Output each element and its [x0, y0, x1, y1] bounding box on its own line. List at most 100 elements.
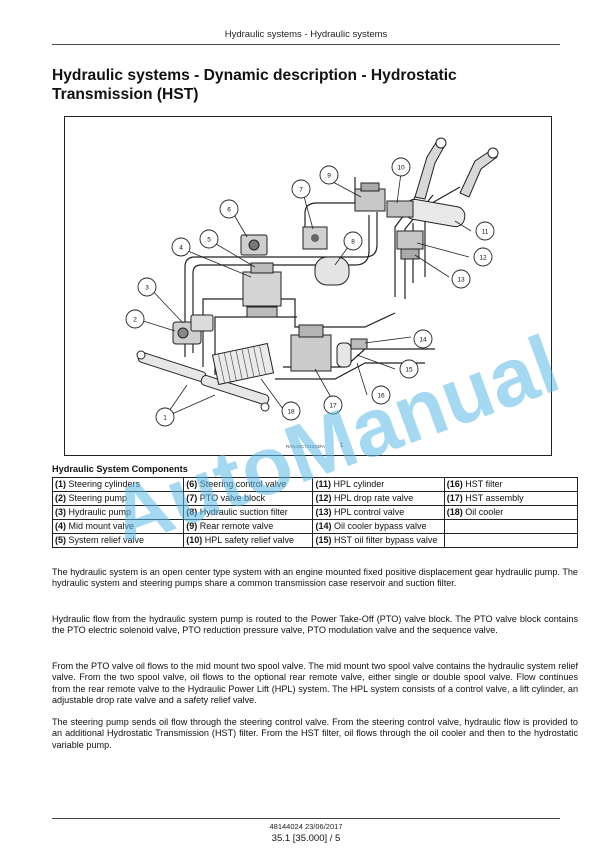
callout-9: 9 [319, 165, 339, 185]
suction-filter [314, 256, 350, 286]
component-number: (18) [446, 507, 463, 517]
component-label: Steering pump [68, 493, 128, 503]
callout-number: 4 [179, 244, 183, 251]
footer-code: 48144024 23/06/2017 [269, 822, 343, 831]
pto-valve-block [302, 226, 328, 250]
callout-number: 6 [227, 206, 231, 213]
component-number: (8) [186, 507, 198, 517]
lift-arms [414, 137, 499, 200]
callout-number: 3 [145, 284, 149, 291]
component-label: HPL cylinder [333, 479, 385, 489]
callout-7: 7 [291, 179, 311, 199]
component-cell: (4) Mid mount valve [51, 519, 185, 534]
callout-3: 3 [137, 277, 157, 297]
callout-number: 10 [397, 164, 405, 171]
callout-13: 13 [451, 269, 471, 289]
hpl-control-valve [396, 230, 424, 260]
component-number: (2) [55, 493, 66, 503]
component-cell: (11) HPL cylinder [312, 477, 445, 492]
callout-number: 7 [299, 186, 303, 193]
component-cell: (13) HPL control valve [312, 505, 445, 520]
component-label: System relief valve [68, 535, 145, 545]
pump-assembly [172, 314, 214, 345]
steering-line [304, 177, 356, 237]
component-cell: (6) Steering control valve [183, 477, 314, 492]
callout-number: 16 [377, 392, 385, 399]
callout-number: 11 [482, 228, 489, 235]
component-label: Hydraulic pump [68, 507, 132, 517]
component-label: Oil cooler bypass valve [334, 521, 427, 531]
component-label: Rear remote valve [199, 521, 274, 531]
components-row: (5) System relief valve(10) HPL safety r… [51, 533, 579, 548]
component-number: (14) [315, 521, 332, 531]
footer-page-number: 35.1 [35.000] / 5 [271, 833, 341, 844]
component-number: (4) [55, 521, 66, 531]
component-number: (3) [55, 507, 66, 517]
components-row: (3) Hydraulic pump (8) Hydraulic suction … [51, 505, 579, 520]
callout-number: 2 [133, 316, 137, 323]
callout-15: 15 [399, 359, 419, 379]
callout-10: 10 [391, 157, 411, 177]
supply-line [202, 298, 396, 367]
component-number: (16) [446, 479, 463, 489]
rear-remote-valve [354, 182, 386, 212]
paragraph-1: The hydraulic system is an open center t… [52, 567, 578, 589]
callout-number: 1 [163, 414, 167, 421]
component-label: Hydraulic suction filter [199, 507, 288, 517]
component-cell: (1) Steering cylinders [51, 477, 185, 492]
component-number: (9) [186, 521, 198, 531]
component-number: (5) [55, 535, 66, 545]
header-divider [52, 44, 560, 45]
callout-5: 5 [199, 229, 219, 249]
oil-cooler [211, 342, 275, 386]
callout-8: 8 [343, 231, 363, 251]
figure-id-code: RAIL15CT01023FA [286, 444, 326, 449]
callout-4: 4 [171, 237, 191, 257]
callout-18: 18 [281, 401, 301, 421]
component-cell: (7) PTO valve block [183, 491, 314, 506]
component-cell: (17) HST assembly [443, 491, 579, 506]
footer-divider [52, 818, 560, 819]
component-number: (13) [315, 507, 332, 517]
components-row: (1) Steering cylinders(6) Steering contr… [51, 477, 579, 492]
component-cell: (10) HPL safety relief valve [183, 533, 314, 548]
component-label: HST oil filter bypass valve [334, 535, 438, 545]
callout-number: 14 [419, 336, 427, 343]
component-cell [443, 519, 579, 534]
page-title-line-2: Transmission (HST) [52, 86, 199, 103]
component-cell: (5) System relief valve [51, 533, 185, 548]
callout-17: 17 [323, 395, 343, 415]
component-label: Oil cooler [465, 507, 504, 517]
component-label: Mid mount valve [68, 521, 135, 531]
component-cell [443, 533, 579, 548]
callout-2: 2 [125, 309, 145, 329]
hpl-cylinder [386, 198, 466, 228]
callout-number: 17 [329, 402, 337, 409]
callout-number: 15 [405, 366, 413, 373]
callout-16: 16 [371, 385, 391, 405]
component-cell: (9) Rear remote valve [183, 519, 314, 534]
component-label: HPL control valve [334, 507, 405, 517]
callout-11: 11 [475, 221, 495, 241]
pressure-line [184, 212, 378, 357]
component-label: PTO valve block [199, 493, 266, 503]
component-label: HPL safety relief valve [204, 535, 294, 545]
components-table: (1) Steering cylinders(6) Steering contr… [51, 477, 579, 548]
callout-number: 13 [457, 276, 465, 283]
component-cell: (16) HST filter [443, 477, 579, 492]
callout-number: 9 [327, 172, 331, 179]
component-cell: (14) Oil cooler bypass valve [312, 519, 445, 534]
component-number: (1) [55, 479, 66, 489]
callout-14: 14 [413, 329, 433, 349]
component-cell: (12) HPL drop rate valve [312, 491, 445, 506]
callout-1: 1 [155, 407, 175, 427]
paragraph-3: From the PTO valve oil flows to the mid … [52, 661, 578, 706]
hst-assembly [290, 324, 332, 372]
paragraph-2: Hydraulic flow from the hydraulic system… [52, 614, 578, 636]
component-label: Steering cylinders [68, 479, 141, 489]
rear-remote-line [424, 186, 461, 277]
component-label: HPL drop rate valve [334, 493, 414, 503]
